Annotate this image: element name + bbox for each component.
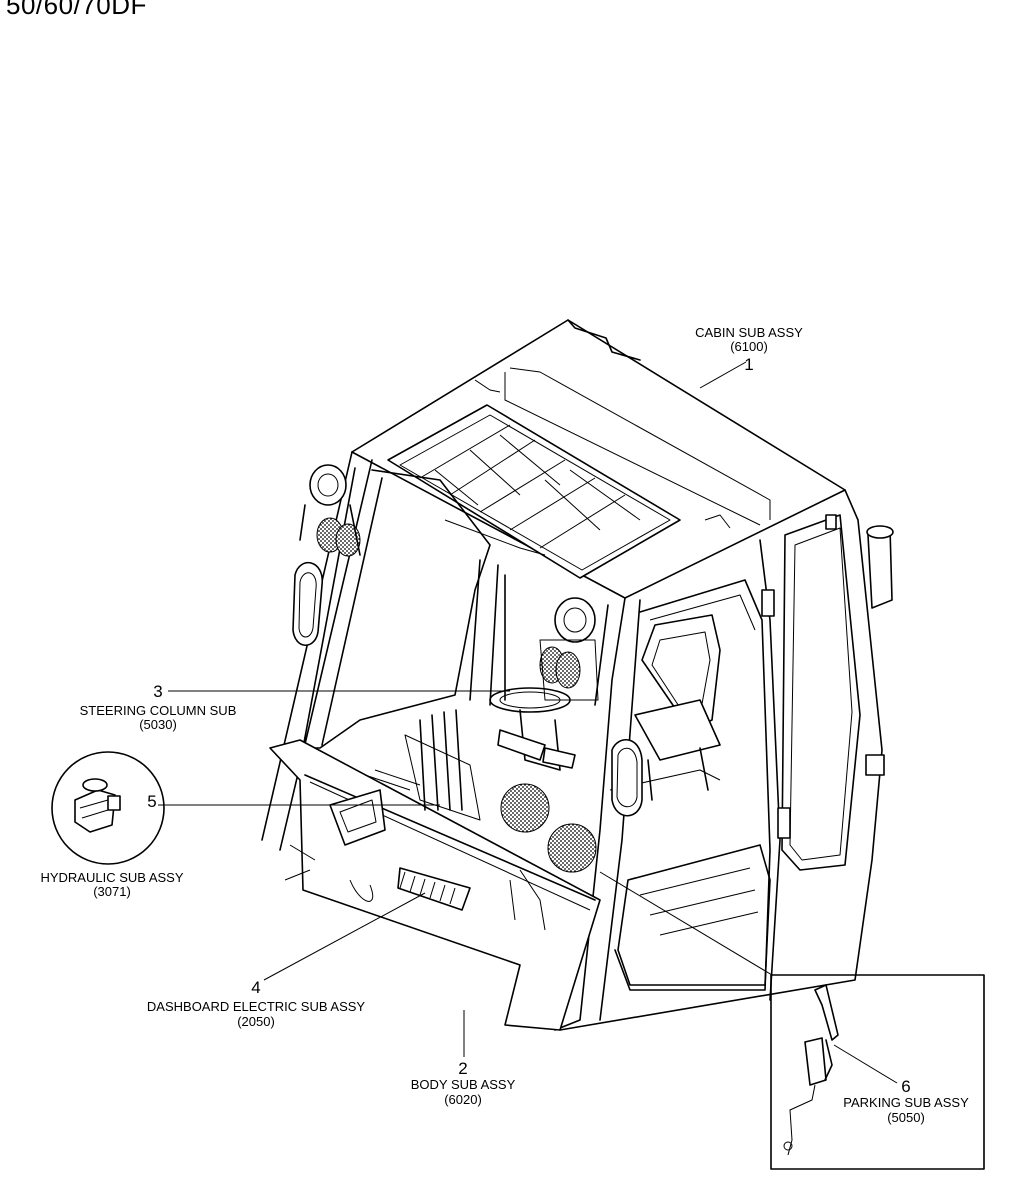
callout-2-name: BODY SUB ASSY: [411, 1077, 516, 1092]
parking-inset: [770, 974, 985, 1170]
callout-4: 4 DASHBOARD ELECTRIC SUB ASSY (2050): [147, 978, 365, 1029]
callout-2: 2 BODY SUB ASSY (6020): [411, 1059, 516, 1107]
callout-5-code: (3071): [93, 884, 131, 899]
operator-seat: [609, 614, 721, 801]
callout-3: 3 STEERING COLUMN SUB (5030): [80, 682, 237, 732]
callout-5: 5 HYDRAULIC SUB ASSY (3071): [40, 792, 183, 899]
drawing-title: 50/60/70DF: [6, 0, 147, 20]
hydraulic-valve-detail: [500, 783, 550, 833]
right-work-light: [539, 597, 599, 701]
callout-2-number: 2: [458, 1059, 467, 1078]
leader-lines: [158, 361, 898, 1084]
callout-3-code: (5030): [139, 717, 177, 732]
parking-brake-detail: [547, 823, 597, 873]
callout-5-number: 5: [147, 792, 156, 811]
cabin-frame: [261, 451, 894, 1031]
callout-4-name: DASHBOARD ELECTRIC SUB ASSY: [147, 999, 365, 1014]
callout-5-name: HYDRAULIC SUB ASSY: [40, 870, 183, 885]
callout-1-code: (6100): [730, 339, 768, 354]
callout-6: 6 PARKING SUB ASSY (5050): [843, 1077, 969, 1125]
callout-1: CABIN SUB ASSY (6100) 1: [695, 325, 803, 374]
callout-4-code: (2050): [237, 1014, 275, 1029]
callout-3-number: 3: [153, 682, 162, 701]
callout-1-name: CABIN SUB ASSY: [695, 325, 803, 340]
steering-column: [489, 687, 576, 771]
callout-6-code: (5050): [887, 1110, 925, 1125]
callout-4-number: 4: [251, 978, 260, 997]
callout-6-number: 6: [901, 1077, 910, 1096]
callout-6-name: PARKING SUB ASSY: [843, 1095, 969, 1110]
left-work-light: [299, 464, 361, 557]
right-mirror: [611, 739, 643, 817]
callout-2-code: (6020): [444, 1092, 482, 1107]
dashboard-panel: [269, 709, 601, 1031]
hydraulic-inset: [51, 751, 165, 865]
callout-1-number: 1: [744, 355, 753, 374]
callout-3-name: STEERING COLUMN SUB: [80, 703, 237, 718]
left-mirror: [292, 561, 323, 647]
cabin-roof: [351, 319, 846, 599]
